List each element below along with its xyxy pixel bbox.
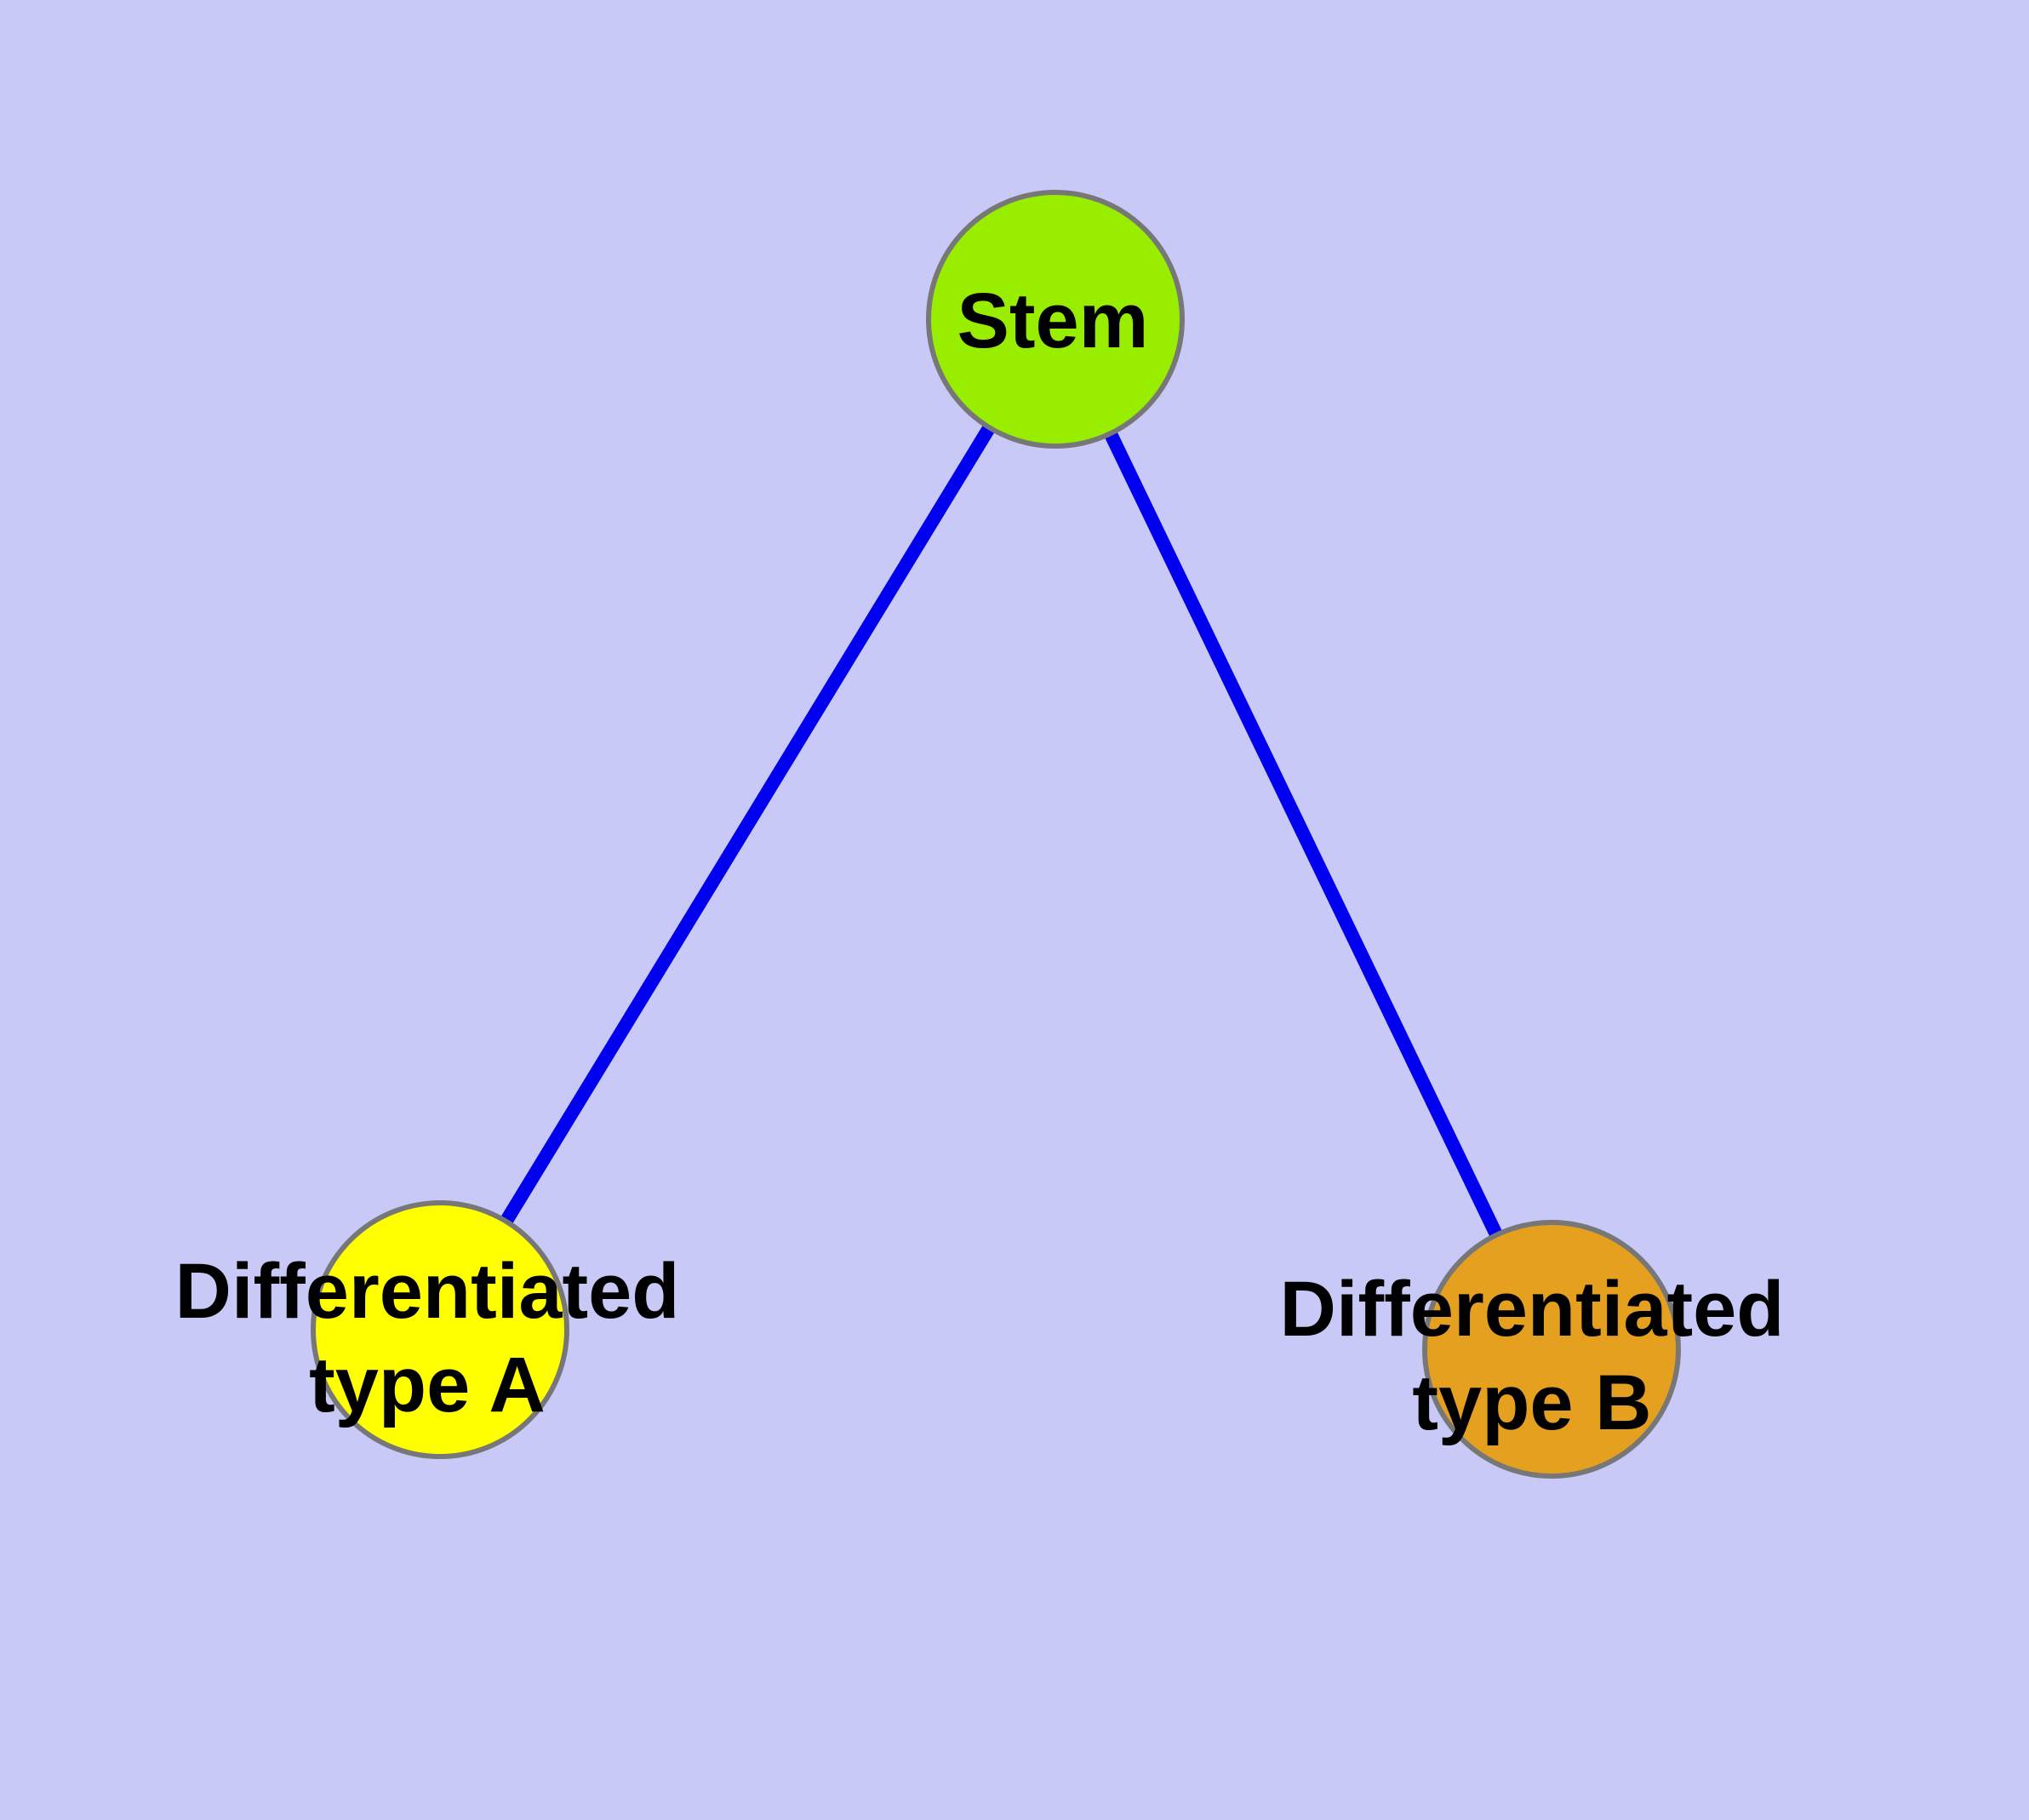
stem-node-label: Stem (957, 274, 1149, 368)
differentiated-type-a-label-line2: type A (309, 1342, 546, 1428)
stem-node-label-line: Stem (957, 278, 1149, 364)
differentiated-type-b-node-circle (1422, 1220, 1681, 1479)
differentiated-type-a-node-circle (311, 1200, 569, 1459)
edge-stem-to-typeB (1049, 316, 1558, 1353)
differentiated-type-a-label-line1: Differentiated (174, 1248, 680, 1335)
differentiated-type-a-node-label: Differentiated type A (175, 1245, 680, 1432)
stem-node-circle (926, 190, 1185, 449)
differentiated-type-b-node-label: Differentiated type B (1280, 1262, 1785, 1450)
differentiated-type-b-label-line2: type B (1412, 1359, 1652, 1446)
edge-stem-to-typeA (434, 315, 1061, 1334)
differentiated-type-b-label-line1: Differentiated (1279, 1266, 1785, 1353)
